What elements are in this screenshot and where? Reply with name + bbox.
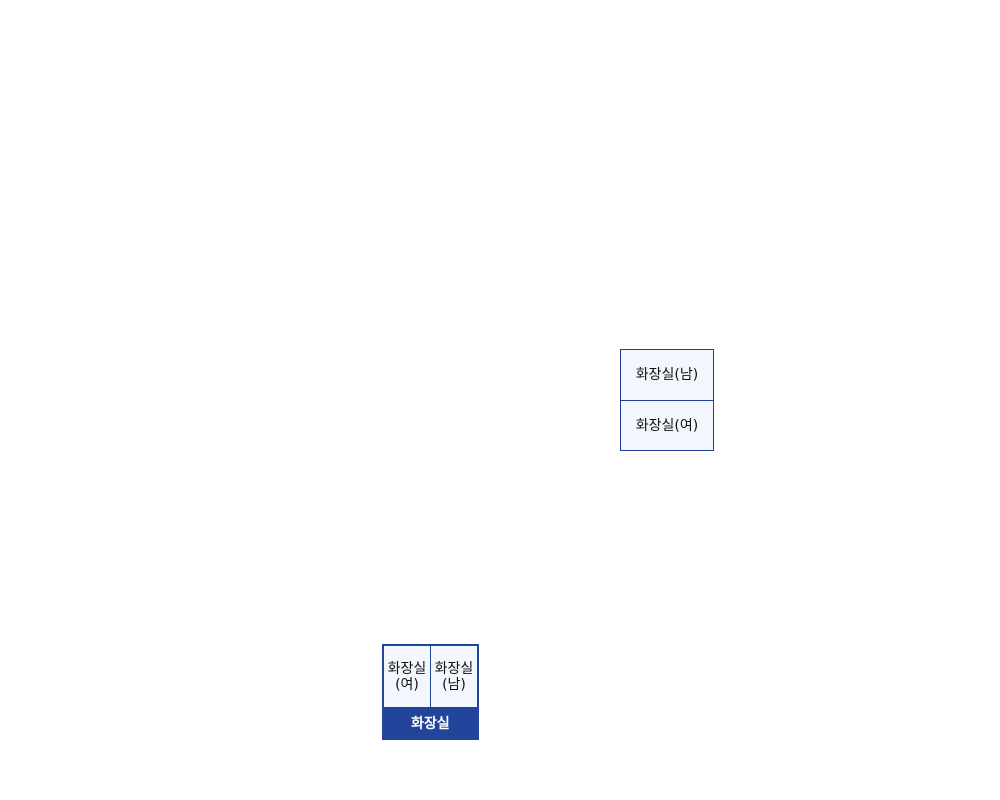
restroom-men-right[interactable]: 화장실(남) (620, 349, 714, 401)
restroom-label-banner: 화장실 (411, 715, 450, 732)
restroom-men-bottom[interactable]: 화장실 (남) (431, 646, 477, 707)
restroom-block-bottom: 화장실 (여) 화장실 (남) 화장실 (382, 644, 479, 740)
restroom-women-bottom[interactable]: 화장실 (여) (384, 646, 430, 707)
restroom-women-right[interactable]: 화장실(여) (620, 400, 714, 451)
